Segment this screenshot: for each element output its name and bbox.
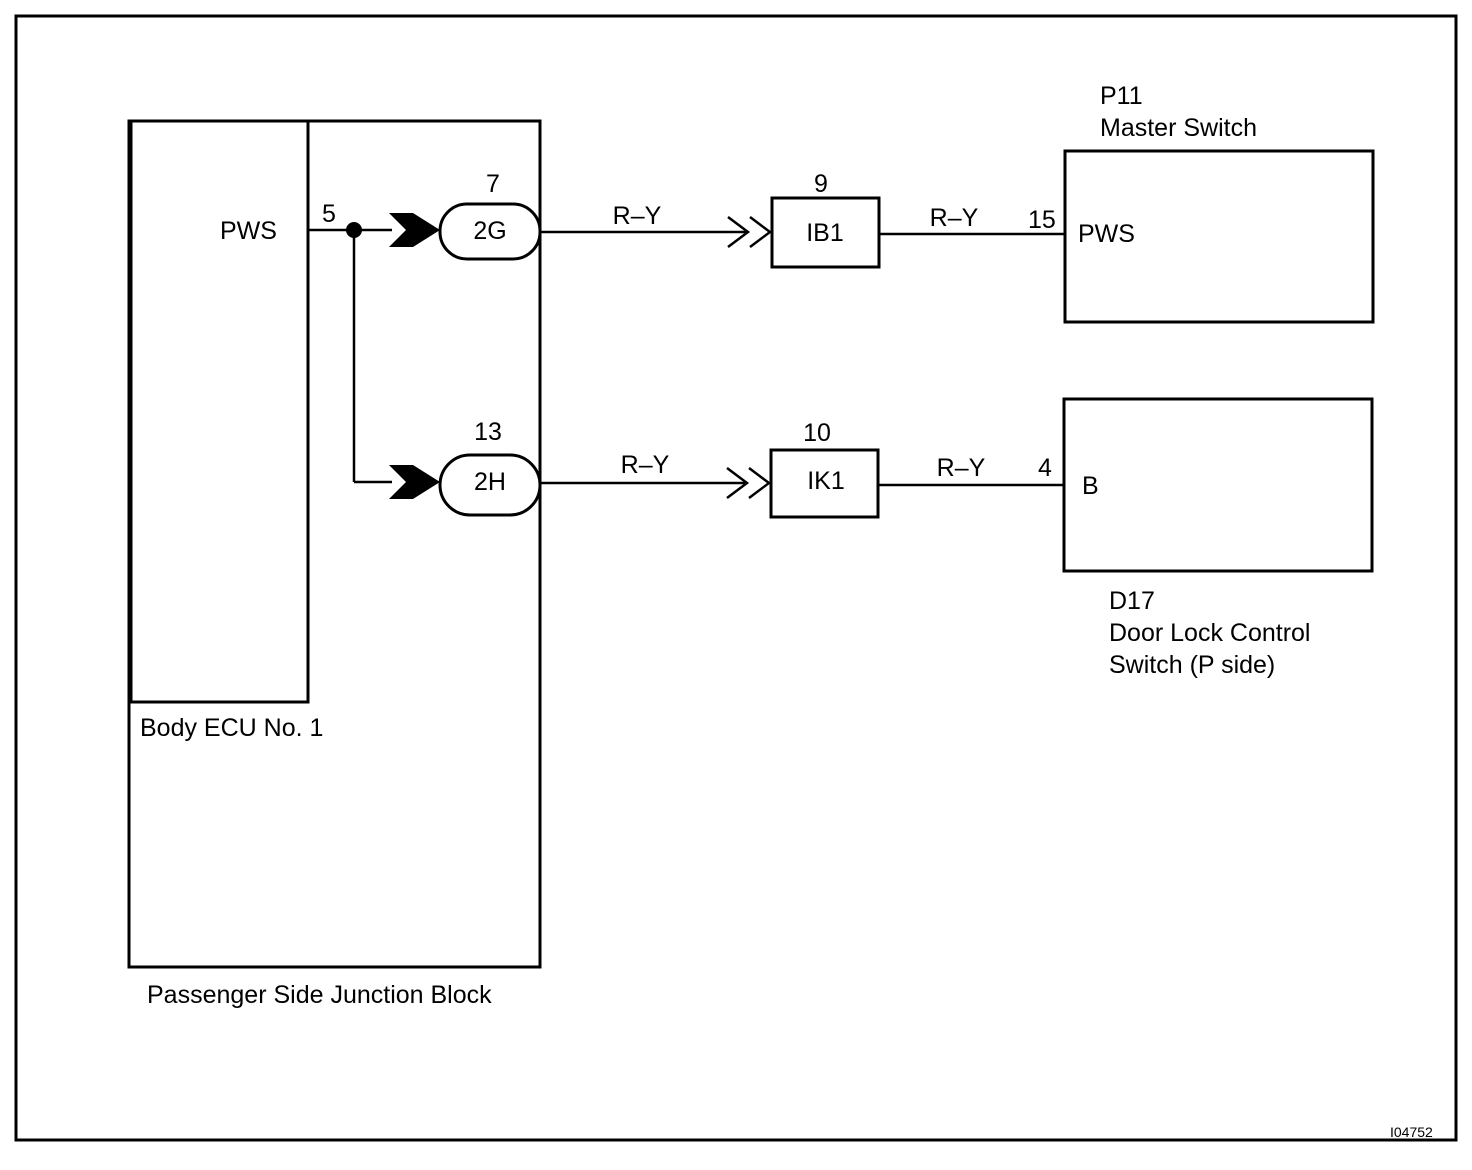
wire-color-bottom-left: R–Y [621,451,670,479]
connector-2h [438,453,542,517]
master-switch-name: Master Switch [1100,114,1257,142]
inline-connector-ib1-label: IB1 [806,219,844,247]
connector-2h-arrow [389,465,440,499]
door-lock-switch-pin: 4 [1038,454,1052,482]
ecu-title: Body ECU No. 1 [140,714,323,742]
inline-connector-ib1-pin: 9 [814,170,828,198]
connector-2g-pin: 7 [486,170,500,198]
ecu-terminal-label: PWS [220,217,277,245]
master-switch-code: P11 [1100,82,1143,110]
ib1-chevron [727,216,773,248]
master-switch-pin: 15 [1028,206,1056,234]
connector-2g-label: 2G [473,217,506,245]
figure-id: I04752 [1390,1124,1433,1140]
ik1-chevron [726,467,772,499]
connector-2g-arrow [389,213,440,247]
ecu-pin-number: 5 [322,200,336,228]
inline-connector-ik1 [769,448,880,519]
inline-connector-ik1-pin: 10 [803,419,831,447]
door-lock-switch-terminal: B [1082,472,1099,500]
wire-color-top-left: R–Y [613,202,662,230]
connector-2h-pin: 13 [474,418,502,446]
door-lock-switch-name-line2: Switch (P side) [1109,651,1275,679]
junction-block-box [127,119,542,969]
door-lock-switch-name-line1: Door Lock Control [1109,619,1310,647]
inline-connector-ib1 [770,196,881,269]
wire-color-top-right: R–Y [930,204,979,232]
body-ecu-box [129,119,310,704]
door-lock-switch-box [1062,397,1374,573]
inline-connector-ik1-label: IK1 [807,467,845,495]
junction-block-title: Passenger Side Junction Block [147,981,492,1009]
wire-color-bottom-right: R–Y [937,454,986,482]
master-switch-box [1063,149,1375,324]
master-switch-terminal: PWS [1078,220,1135,248]
connector-2h-label: 2H [474,468,506,496]
door-lock-switch-code: D17 [1109,587,1155,615]
outer-frame [14,14,1458,1142]
